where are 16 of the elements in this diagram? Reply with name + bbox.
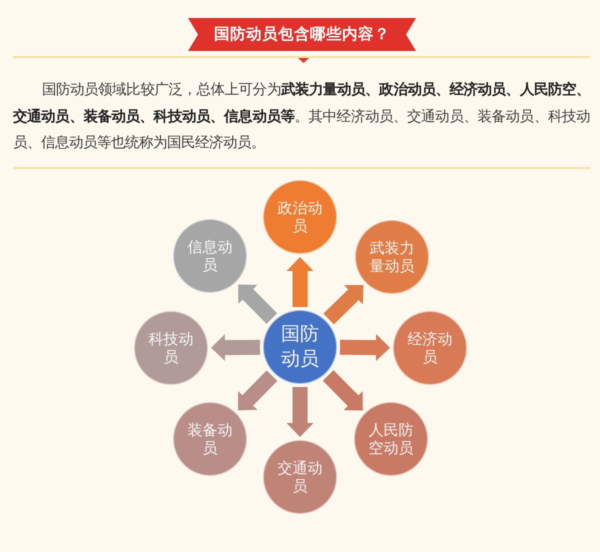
node-label: 经济动员 bbox=[408, 330, 452, 366]
block-arrow bbox=[340, 334, 390, 362]
block-arrow bbox=[286, 257, 314, 307]
block-arrow bbox=[286, 387, 314, 437]
title-text: 国防动员包含哪些内容？ bbox=[214, 24, 390, 45]
block-arrow bbox=[210, 334, 260, 362]
circle-node bbox=[263, 310, 337, 384]
intro-paragraph: 国防动员领域比较广泛，总体上可分为武装力量动员、政治动员、经济动员、人民防空、交通动员、装备动员、科技动员、信息动员等。其中经济动员、交通动员、装备动员、科技动员、信息动员等也统称为国民经济动员。 bbox=[13, 80, 590, 153]
node-label: 信息动员 bbox=[188, 238, 232, 274]
node-label: 武装力量动员 bbox=[370, 238, 414, 276]
node-label: 政治动员 bbox=[278, 198, 322, 236]
node-label: 科技动员 bbox=[148, 330, 194, 366]
node-label: 人民防空动员 bbox=[368, 420, 414, 458]
node-label: 装备动员 bbox=[188, 420, 232, 458]
node-label: 国防动员 bbox=[281, 322, 319, 372]
node-label: 交通动员 bbox=[278, 458, 322, 496]
